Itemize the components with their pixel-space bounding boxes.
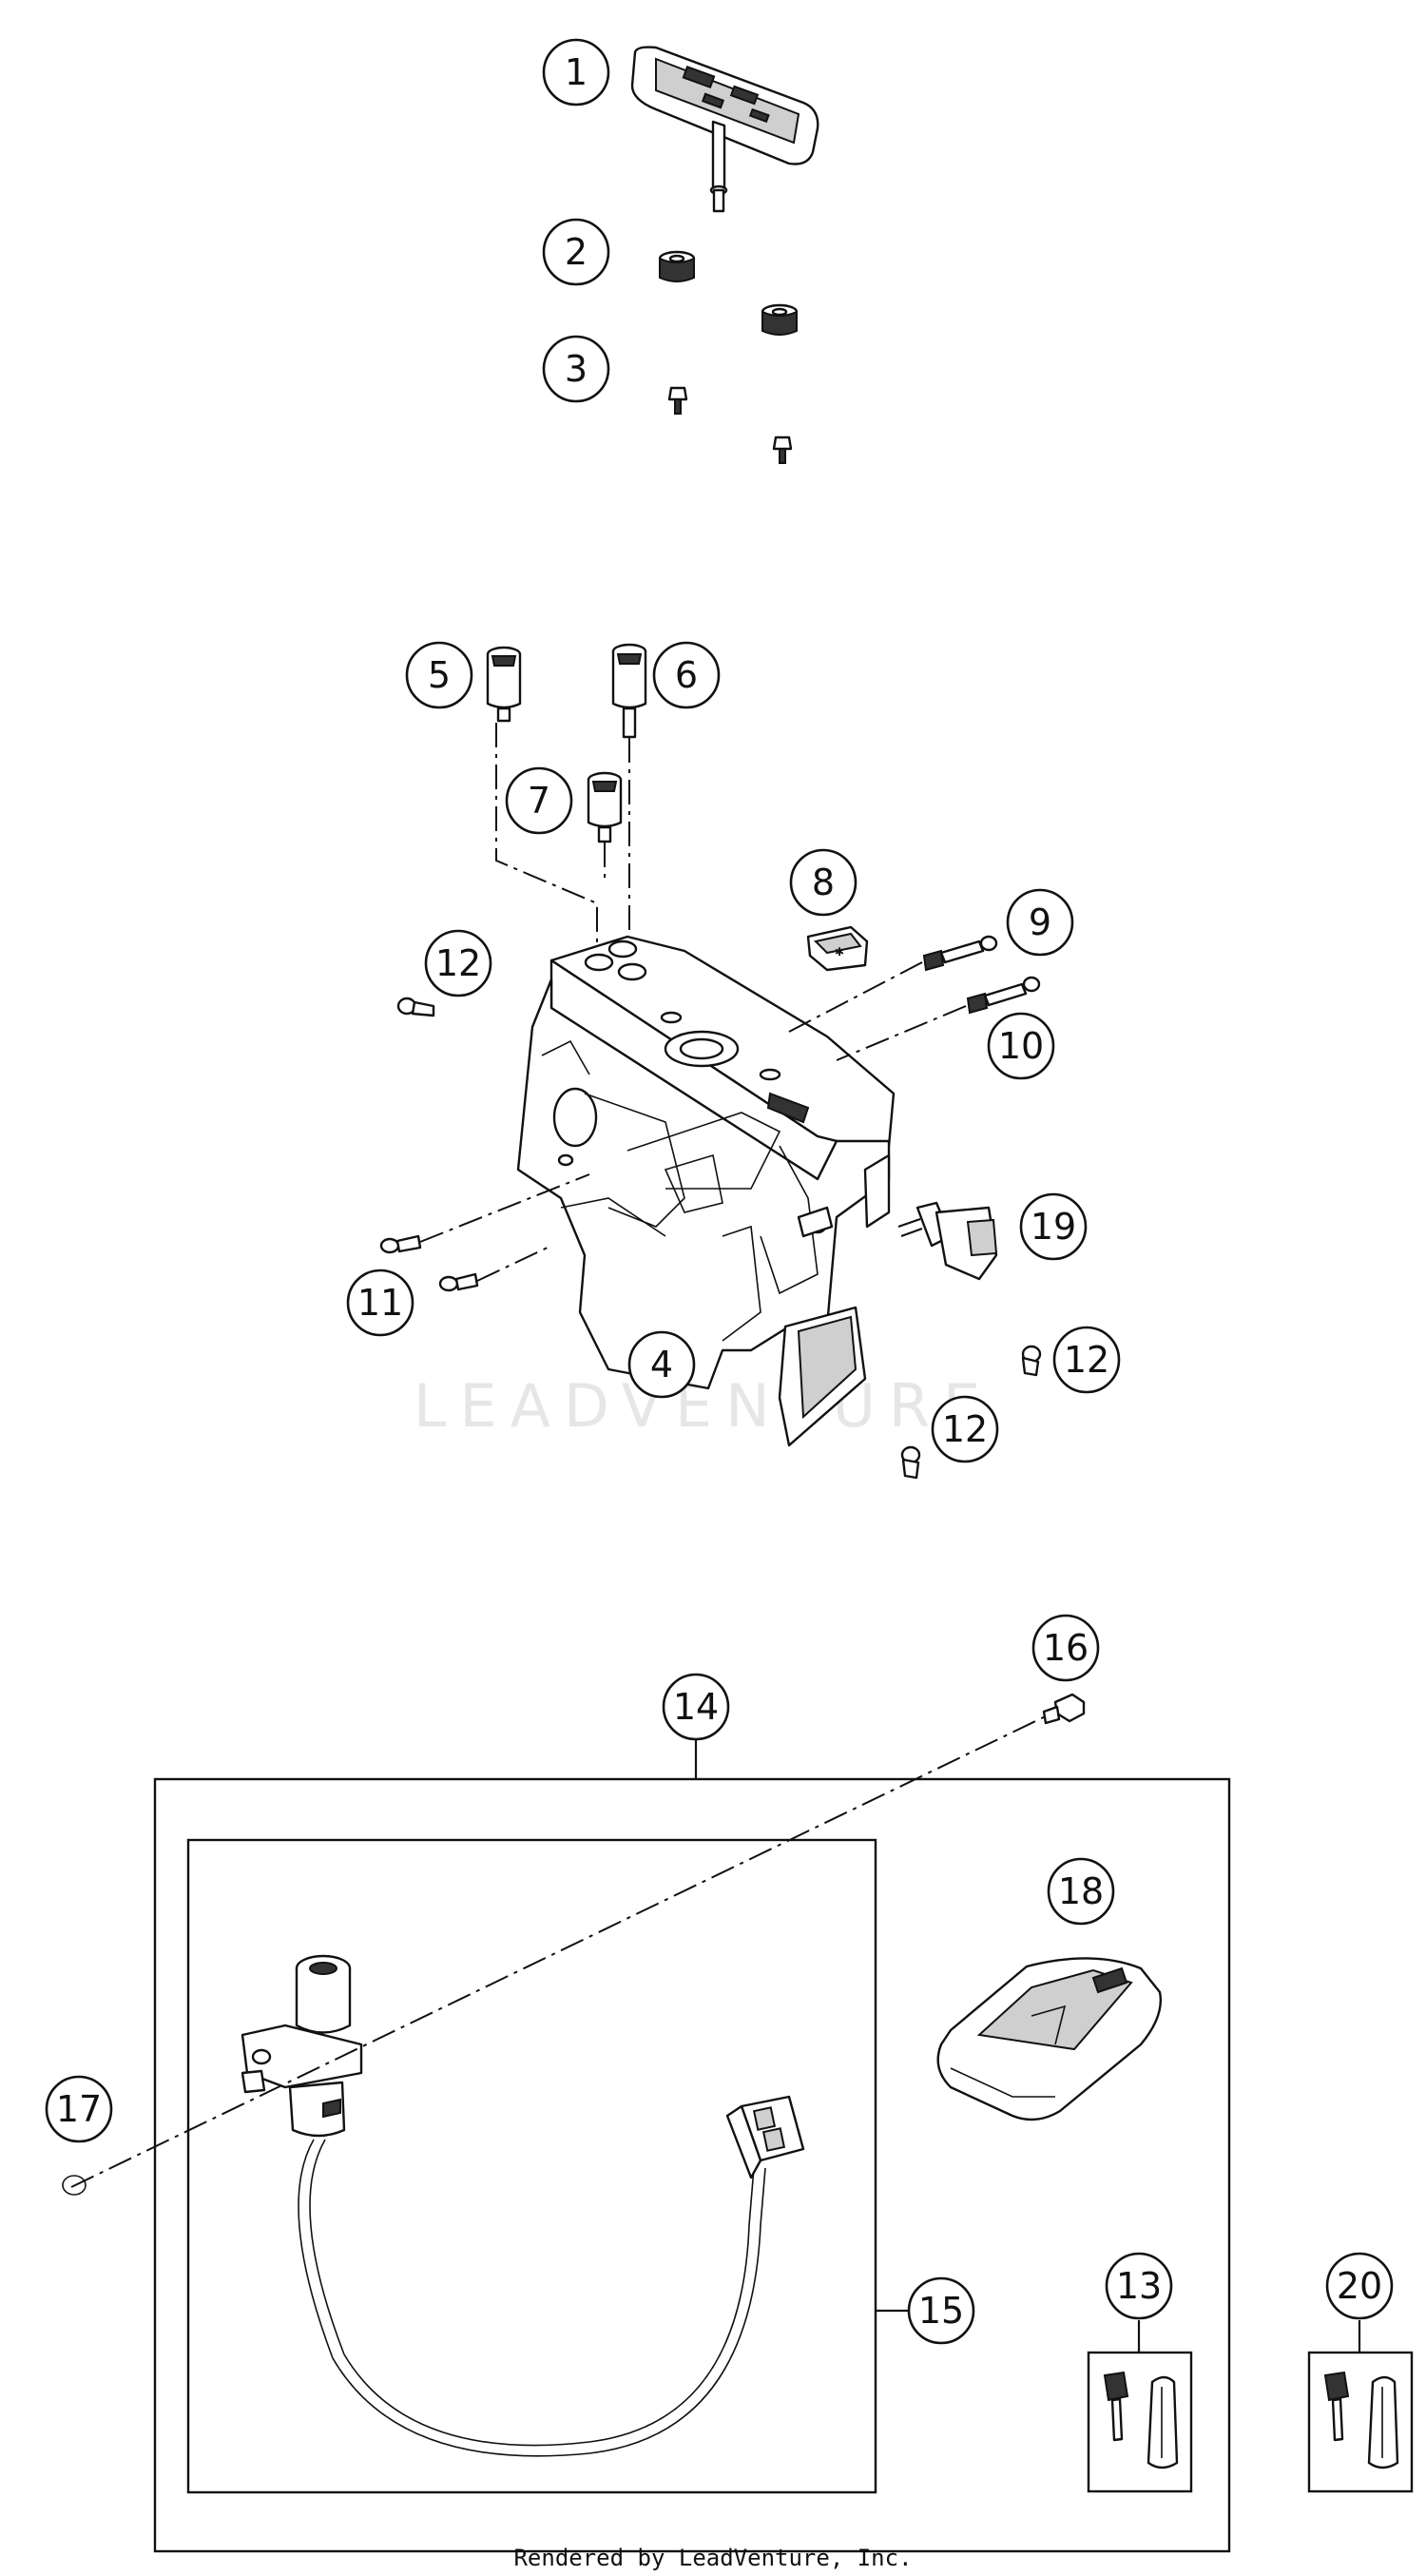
rubber-grommet — [761, 303, 799, 336]
svg-text:14: 14 — [673, 1686, 719, 1728]
socket-5 — [486, 646, 522, 723]
svg-text:8: 8 — [812, 862, 835, 903]
svg-text:15: 15 — [918, 2290, 964, 2332]
callout-6: 6 — [652, 641, 721, 709]
svg-text:1: 1 — [565, 51, 588, 93]
callout-19: 19 — [1019, 1192, 1088, 1261]
callout-4: 4 — [627, 1330, 696, 1399]
svg-text:12: 12 — [1064, 1339, 1109, 1381]
kit-box-inner — [186, 1838, 877, 2494]
callout-7: 7 — [505, 766, 573, 835]
svg-text:12: 12 — [942, 1408, 988, 1450]
callout-5: 5 — [405, 641, 473, 709]
instrument-bracket — [516, 935, 896, 1447]
callout-15: 15 — [907, 2276, 975, 2345]
svg-text:19: 19 — [1031, 1206, 1076, 1248]
dashboard-display — [630, 46, 819, 213]
svg-text:7: 7 — [528, 780, 550, 822]
socket-7 — [587, 771, 623, 843]
callout-12: 12 — [1052, 1326, 1121, 1394]
svg-text:2: 2 — [565, 231, 588, 273]
key — [1103, 2371, 1179, 2469]
rubber-grommet — [658, 250, 696, 282]
key — [1323, 2371, 1399, 2469]
callout-11: 11 — [346, 1269, 414, 1337]
svg-text:17: 17 — [56, 2088, 102, 2130]
svg-text:11: 11 — [357, 1282, 403, 1324]
svg-text:9: 9 — [1029, 901, 1051, 943]
callout-8: 8 — [789, 848, 858, 917]
svg-text:10: 10 — [998, 1025, 1044, 1067]
callout-18: 18 — [1047, 1857, 1115, 1926]
callout-14: 14 — [662, 1673, 730, 1741]
svg-text:12: 12 — [435, 942, 481, 984]
screw — [379, 1234, 422, 1254]
screw — [772, 436, 793, 464]
screw — [667, 386, 688, 415]
callout-9: 9 — [1006, 888, 1074, 957]
svg-text:5: 5 — [428, 654, 451, 696]
callout-17: 17 — [45, 2075, 113, 2143]
circlip — [62, 2175, 87, 2196]
socket-6 — [611, 643, 647, 739]
svg-text:4: 4 — [650, 1344, 673, 1385]
ignition-lock — [241, 1954, 766, 2457]
connector — [725, 2095, 805, 2179]
callout-12: 12 — [931, 1395, 999, 1463]
svg-text:20: 20 — [1337, 2265, 1382, 2307]
svg-text:13: 13 — [1116, 2265, 1162, 2307]
svg-text:16: 16 — [1043, 1627, 1089, 1669]
bolt — [1021, 1345, 1042, 1377]
switch — [897, 1201, 998, 1281]
screw-with-washer — [966, 976, 1041, 1015]
callout-12: 12 — [424, 929, 492, 997]
svg-text:3: 3 — [565, 348, 588, 390]
clip: ✱ — [806, 925, 869, 972]
footer-credit: Rendered by LeadVenture, Inc. — [513, 2545, 912, 2571]
svg-text:18: 18 — [1058, 1870, 1104, 1912]
callout-3: 3 — [542, 335, 610, 403]
bolt — [396, 997, 435, 1017]
kit-box-outer — [153, 1777, 1231, 2553]
bolt — [1042, 1693, 1086, 1725]
svg-text:✱: ✱ — [835, 945, 844, 959]
callout-20: 20 — [1325, 2252, 1394, 2320]
callout-2: 2 — [542, 218, 610, 286]
callout-10: 10 — [987, 1012, 1055, 1080]
key-fob — [936, 1957, 1162, 2121]
callout-13: 13 — [1105, 2252, 1173, 2320]
callout-1: 1 — [542, 38, 610, 107]
callout-16: 16 — [1031, 1614, 1100, 1682]
screw-with-washer — [922, 935, 998, 972]
bolt — [900, 1445, 921, 1480]
screw — [438, 1272, 479, 1292]
svg-text:6: 6 — [675, 654, 698, 696]
